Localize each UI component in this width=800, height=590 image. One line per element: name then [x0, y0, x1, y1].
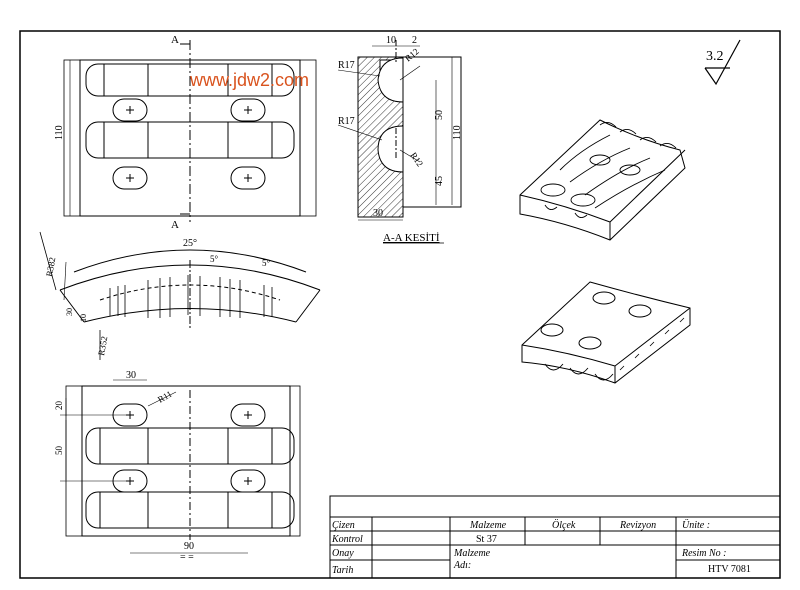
- section-r17-upper: R17: [338, 60, 355, 71]
- bottom-dim-20: 20: [54, 401, 64, 411]
- tb-resim-no-value: HTV 7081: [708, 564, 751, 575]
- section-dim-110: 110: [452, 125, 463, 140]
- side-view: [39, 231, 321, 360]
- iso-view-bottom: [521, 281, 691, 384]
- section-view: [337, 40, 462, 221]
- surface-finish-value: 3.2: [706, 49, 724, 64]
- section-dim-30: 30: [373, 208, 383, 219]
- side-r352: R352: [96, 335, 109, 356]
- side-dim-10: 10: [79, 314, 88, 322]
- tb-onay: Onay: [332, 548, 354, 559]
- bottom-sym: = =: [180, 552, 194, 563]
- section-r17-lower: R17: [338, 116, 355, 127]
- tb-cizen: Çizen: [332, 520, 355, 531]
- watermark: www.jdw2.com: [189, 70, 309, 90]
- side-angle-5a: 5°: [210, 254, 219, 264]
- tb-malzeme-value: St 37: [476, 534, 497, 545]
- side-angle-25: 25°: [183, 238, 197, 249]
- tb-malzeme-header: Malzeme: [469, 520, 507, 531]
- section-dim-50: 50: [434, 110, 445, 120]
- section-mark-bottom: A: [171, 219, 179, 231]
- iso-view-top: [519, 119, 686, 241]
- side-angle-5b: 5°: [262, 258, 271, 268]
- top-dim-110: 110: [54, 125, 65, 140]
- section-dim-10: 10: [386, 35, 396, 46]
- section-title: A-A KESİTİ: [383, 232, 440, 244]
- surface-finish-symbol: [704, 39, 741, 86]
- tb-tarih: Tarih: [332, 565, 353, 576]
- top-view: [63, 40, 317, 222]
- bottom-view: [60, 379, 301, 554]
- title-block: [329, 495, 781, 579]
- section-r12-lower: R12: [408, 150, 425, 168]
- tb-unite-header: Ünite :: [682, 519, 710, 531]
- tb-olcek-header: Ölçek: [552, 519, 576, 531]
- section-dim-45: 45: [434, 176, 445, 186]
- section-r12-upper: R12: [403, 46, 421, 63]
- section-mark-top: A: [171, 34, 179, 46]
- tb-revizyon-header: Revizyon: [619, 520, 656, 531]
- bottom-r11: R11: [156, 389, 174, 405]
- bottom-dim-50: 50: [54, 446, 64, 456]
- tb-kontrol: Kontrol: [331, 534, 363, 545]
- tb-malzeme-adi-1: Malzeme: [453, 548, 491, 559]
- side-dim-30: 30: [65, 308, 74, 316]
- bottom-dim-30: 30: [126, 370, 136, 381]
- top-view-slots: [112, 98, 266, 190]
- tb-malzeme-adi-2: Adı:: [453, 560, 471, 571]
- section-dim-2: 2: [412, 35, 417, 46]
- side-r382: R382: [44, 256, 57, 277]
- bottom-dim-90: 90: [184, 541, 194, 552]
- tb-resim-no-header: Resim No :: [681, 548, 726, 559]
